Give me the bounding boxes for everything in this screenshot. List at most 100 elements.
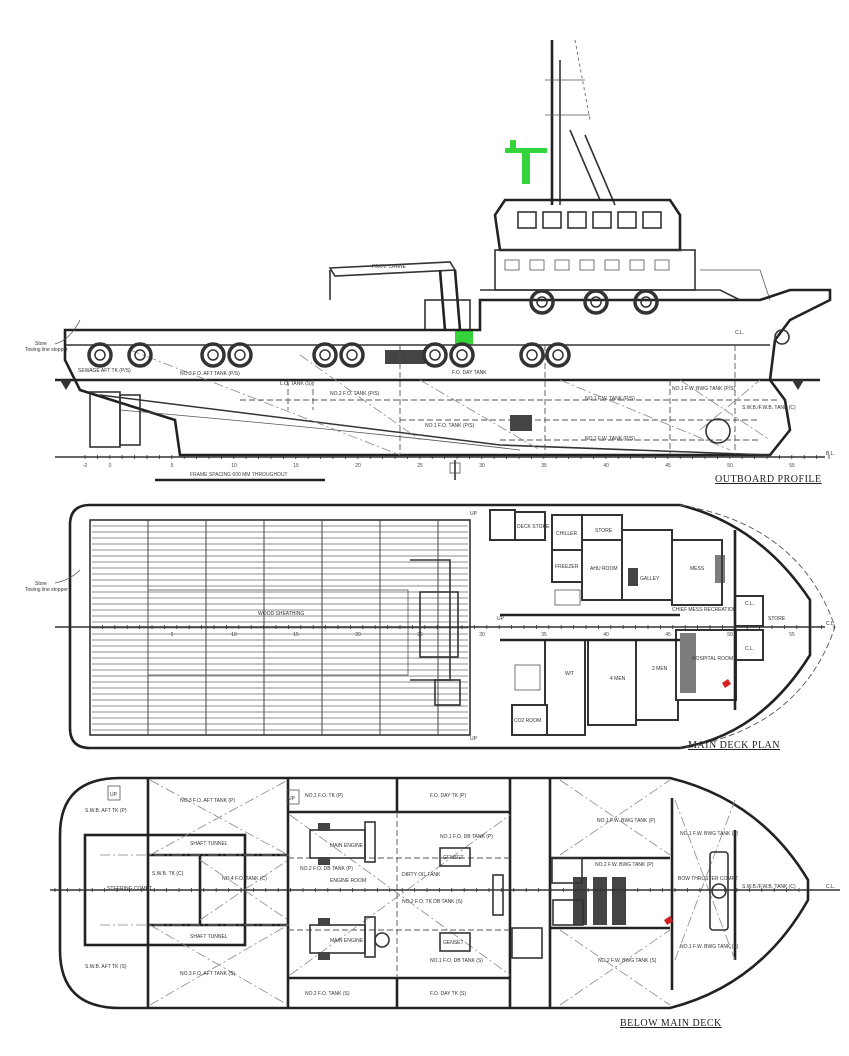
fender-tire-hub (234, 349, 246, 361)
frame-tick-label: 50 (727, 632, 733, 638)
house-window (579, 259, 595, 271)
house-window (654, 259, 670, 271)
room-label: F.O. DAY TK (P) (430, 793, 466, 799)
room-label: UP (470, 511, 478, 517)
room-label: NO.2 F.W. BWG TANK (S) (598, 958, 657, 964)
fender-tire-hub (456, 349, 468, 361)
fender-tire-hub (207, 349, 219, 361)
room-label: C.L. (745, 646, 754, 652)
outboard-profile-title: OUTBOARD PROFILE (715, 474, 822, 485)
room-label: AHU ROOM (590, 566, 618, 572)
fender-tire-hub (552, 349, 564, 361)
outboard-profile: PROV. CRANE (25, 39, 835, 485)
room-label: NO.1 F.W. BWG TANK (P) (597, 818, 656, 824)
hull-profile (55, 288, 832, 480)
frame-tick-label: 40 (603, 463, 609, 469)
frame-tick-label: 25 (417, 463, 423, 469)
wheelhouse-window (517, 211, 537, 229)
house-window (529, 259, 545, 271)
fender-tire (127, 342, 153, 368)
frame-tick-label: 55 (789, 632, 795, 638)
tank-label: NO.2 F.W. TANK (P/S) (585, 436, 635, 442)
frame-tick-label: 0 (109, 463, 112, 469)
frame-tick-label: 15 (293, 632, 299, 638)
frame-tick-label: 5 (171, 463, 174, 469)
mast (545, 39, 616, 206)
fender-tire (519, 342, 545, 368)
frame-tick-label: 45 (665, 632, 671, 638)
room-label: NO.4 F.O. TANK (C) (222, 876, 267, 882)
fender-tire-hub (526, 349, 538, 361)
fender-tire-hub (134, 349, 146, 361)
main-engine-port (309, 821, 376, 865)
room-label: NO.2 F.W. BWG TANK (P) (595, 862, 654, 868)
frame-tick-label: 35 (541, 632, 547, 638)
room-label: NO.3 F.O. AFT TANK (S) (180, 971, 235, 977)
room-label: GALLEY (640, 576, 660, 582)
fender-tire-hub (429, 349, 441, 361)
frame-tick-label: 50 (727, 463, 733, 469)
fender-tire (422, 342, 448, 368)
tank-label: S.W.B./F.W.B. TANK (C) (742, 405, 796, 411)
tank-label: NO.1 F.O. TANK (P/S) (425, 423, 475, 429)
house-window (504, 259, 520, 271)
room-label: SHAFT TUNNEL (190, 934, 228, 940)
room-label: UP (470, 736, 478, 742)
room-label: ENGINE ROOM (330, 878, 366, 884)
main-deck-plan-title: MAIN DECK PLAN (688, 740, 780, 751)
frame-ticks (54, 888, 800, 892)
room-label: STORE (595, 528, 613, 534)
tank-label: SEWAGE AFT TK (P/S) (78, 368, 131, 374)
room-label: CO2 ROOM (514, 718, 541, 724)
room-label: NO.1 F.W. BWG TANK (S) (680, 944, 739, 950)
frame-tick-label: 30 (479, 463, 485, 469)
frame-tick-label: 15 (293, 463, 299, 469)
wheelhouse-window (642, 211, 662, 229)
frame-tick-label: 55 (789, 463, 795, 469)
room-label: S.W.B./F.W.B. TANK (C) (742, 884, 796, 890)
room-label: MESS (690, 566, 705, 572)
room-label: DECK STORE (517, 524, 550, 530)
fender-tire-hub (94, 349, 106, 361)
frame-tick-label: 10 (231, 463, 237, 469)
fender-tires (87, 289, 659, 368)
room-label: NO.1 F.O. DB TANK (P) (440, 834, 493, 840)
stopper-label-1: Store (35, 341, 47, 347)
crane-label: PROV. CRANE (372, 264, 407, 270)
fender-tire (633, 289, 659, 315)
wheelhouse-window (542, 211, 562, 229)
centerline-label: C.L. (826, 621, 835, 627)
room-label: GENSET (443, 855, 464, 861)
room-label: UP (288, 796, 296, 802)
room-label: UP (110, 792, 118, 798)
room-label: GENSET (443, 940, 464, 946)
fender-tire (339, 342, 365, 368)
frame-spacing-note: FRAME SPACING 600 MM THROUGHOUT (190, 472, 288, 478)
tank-label: L.O. TANK (S) (280, 381, 312, 387)
room-label: CHILLER (556, 531, 578, 537)
wheelhouse-window (592, 211, 612, 229)
fender-tire (312, 342, 338, 368)
tank-label: NO.1 F.W. TANK (P/S) (585, 396, 635, 402)
frame-tick-label: 10 (231, 632, 237, 638)
room-label: NO.2 F.O. DB TANK (P) (300, 866, 353, 872)
below-main-deck-title: BELOW MAIN DECK (620, 1018, 722, 1029)
frame-tick-label: 20 (355, 463, 361, 469)
room-label: C.L. (745, 601, 754, 607)
room-label: STORE (768, 616, 786, 622)
fender-tire-hub (590, 296, 602, 308)
frame-tick-label: 25 (417, 632, 423, 638)
fender-tire-hub (536, 296, 548, 308)
room-label: W/T (565, 671, 574, 677)
wheelhouse-window (567, 211, 587, 229)
room-label: NO.1 F.W. BWG TANK (P) (680, 831, 739, 837)
room-label: BOW THRUSTER COMPT (678, 876, 738, 882)
frame-tick-label: -2 (83, 463, 88, 469)
fender-tire (87, 342, 113, 368)
frame-tick-label: 40 (603, 632, 609, 638)
tank-label: NO.1 F.W. BWG TANK (P/S) (672, 386, 735, 392)
room-label: F.O. DAY TK (S) (430, 991, 466, 997)
fender-tire (227, 342, 253, 368)
